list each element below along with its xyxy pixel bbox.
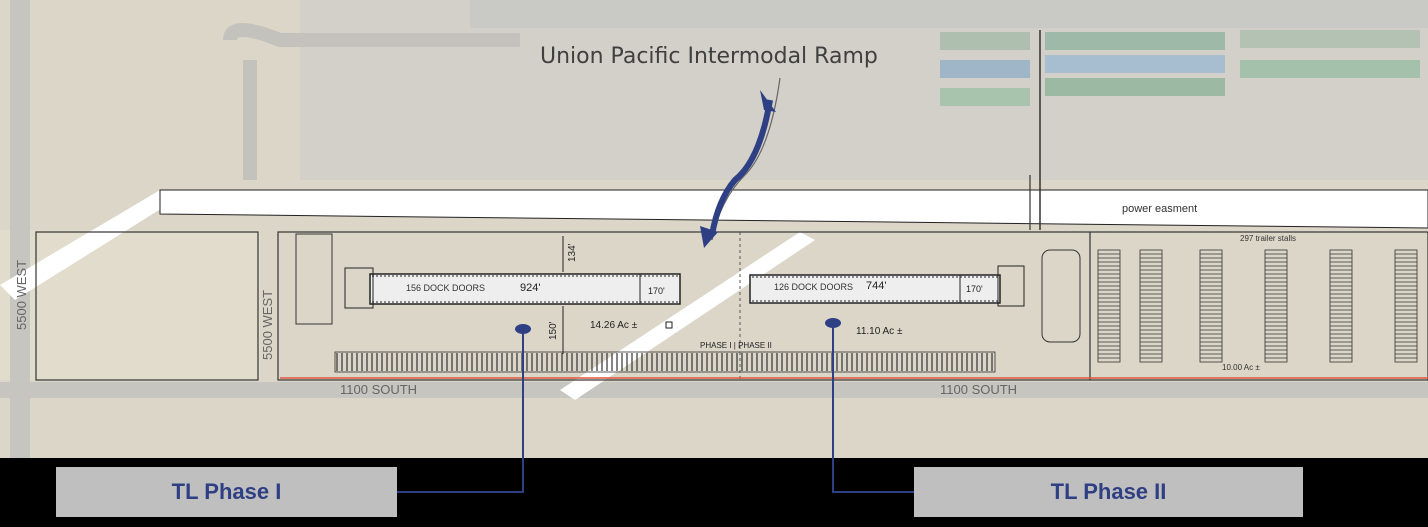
access-route-arrow <box>709 99 773 236</box>
phase2-parking-lot <box>1041 249 1081 343</box>
phase2-acreage: 11.10 Ac ± <box>856 326 903 337</box>
diagonal-easement-west <box>0 190 175 300</box>
street-label-5500-west-left: 5500 WEST <box>14 260 29 330</box>
trailer-stall-yard <box>1097 249 1418 363</box>
phase2-building <box>749 265 1025 307</box>
phase1-label-text: TL Phase I <box>171 479 282 504</box>
trailer-stalls-label: 297 trailer stalls <box>1240 234 1296 243</box>
road-1100-south <box>0 382 1428 398</box>
street-label-1100-south-left: 1100 SOUTH <box>340 382 417 397</box>
phase2-width-small: 170' <box>966 284 983 294</box>
rail-tracks <box>470 0 1428 28</box>
ramp-label: Union Pacific Intermodal Ramp <box>540 44 878 69</box>
trailer-acreage: 10.00 Ac ± <box>1222 363 1260 372</box>
road-5500-west <box>10 0 30 460</box>
phase1-label-box[interactable]: TL Phase I <box>56 467 397 517</box>
diagonal-easement-center <box>560 232 815 400</box>
phase-divider-label: PHASE I | PHASE II <box>700 341 772 350</box>
arrow-head-up-icon <box>760 90 776 112</box>
phase2-label-box[interactable]: TL Phase II <box>914 467 1303 517</box>
phase1-width-small: 170' <box>648 286 665 296</box>
phase1-building <box>344 267 681 309</box>
phase1-leader-line <box>397 329 524 493</box>
access-road <box>223 23 520 47</box>
marker-square <box>665 321 673 329</box>
site-boundary <box>277 231 1428 381</box>
easement-label: power easment <box>1122 203 1197 215</box>
west-parcel-boundary <box>35 231 259 381</box>
phase1-depth: 134' <box>567 243 578 262</box>
phase1-dock-doors: 156 DOCK DOORS <box>406 283 485 293</box>
arrow-head-down-icon <box>700 226 718 248</box>
phase1-parking <box>295 233 996 373</box>
street-label-1100-south-right: 1100 SOUTH <box>940 382 1017 397</box>
phase2-dock-doors: 126 DOCK DOORS <box>774 282 853 292</box>
phase2-label-text: TL Phase II <box>1050 479 1167 504</box>
west-parcel <box>0 230 260 380</box>
power-easement-band <box>159 189 1428 229</box>
container-rows <box>940 30 1420 106</box>
phase2-length: 744' <box>866 280 886 292</box>
street-label-5500-west-right: 5500 WEST <box>260 290 275 360</box>
phase1-length: 924' <box>520 282 540 294</box>
phase2-leader-line <box>832 323 914 493</box>
phase1-acreage: 14.26 Ac ± <box>590 320 638 331</box>
phase1-offset: 150' <box>548 321 559 340</box>
